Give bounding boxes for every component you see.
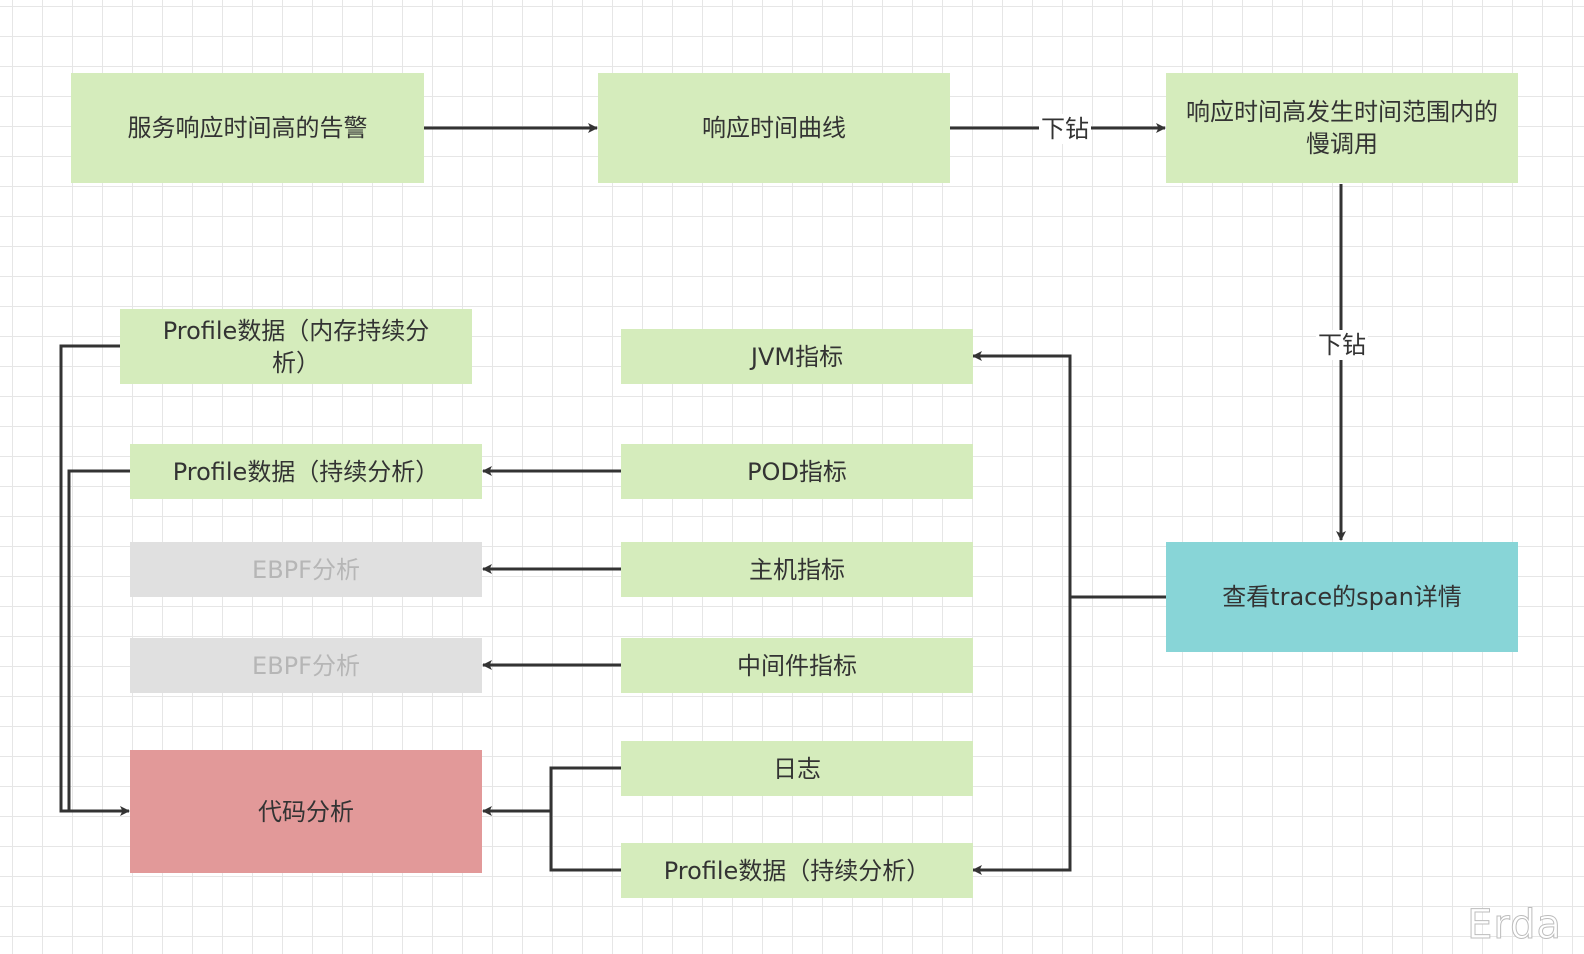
edge-label-drill-down-2: 下钻 <box>1316 330 1368 360</box>
edge-trace-span-to-jvm <box>972 351 1072 597</box>
node-profile-left-label: Profile数据（持续分析） <box>172 457 440 486</box>
node-ebpf-2-label: EBPF分析 <box>252 651 360 680</box>
node-pod[interactable]: POD指标 <box>621 444 973 499</box>
edge-profile-memory-to-code <box>59 344 130 816</box>
node-profile-memory[interactable]: Profile数据（内存持续分析） <box>120 309 472 384</box>
node-trace-span[interactable]: 查看trace的span详情 <box>1166 542 1518 652</box>
node-profile-right[interactable]: Profile数据（持续分析） <box>621 843 973 898</box>
node-slow-calls-label: 响应时间高发生时间范围内的慢调用 <box>1186 98 1498 158</box>
watermark: Erda <box>1467 902 1562 949</box>
node-slow-calls[interactable]: 响应时间高发生时间范围内的慢调用 <box>1166 73 1518 183</box>
node-code-analysis[interactable]: 代码分析 <box>130 750 482 873</box>
node-host-label: 主机指标 <box>749 555 845 584</box>
edge-label-drill-down-1: 下钻 <box>1039 114 1091 144</box>
node-log[interactable]: 日志 <box>621 741 973 796</box>
node-jvm-label: JVM指标 <box>750 342 844 371</box>
node-jvm[interactable]: JVM指标 <box>621 329 973 384</box>
node-trace-span-label: 查看trace的span详情 <box>1222 583 1462 611</box>
edge-trace-span-to-profile-right <box>972 597 1072 875</box>
node-profile-memory-label: Profile数据（内存持续分析） <box>162 316 430 377</box>
node-middleware-label: 中间件指标 <box>737 651 857 680</box>
node-profile-right-label: Profile数据（持续分析） <box>663 856 931 885</box>
node-rt-curve[interactable]: 响应时间曲线 <box>598 73 950 183</box>
edge-profile-left-to-code <box>67 469 130 811</box>
node-ebpf-1[interactable]: EBPF分析 <box>130 542 482 597</box>
edge-log-branch <box>549 766 621 872</box>
node-profile-left[interactable]: Profile数据（持续分析） <box>130 444 482 499</box>
node-code-analysis-label: 代码分析 <box>258 797 354 826</box>
node-alert-label: 服务响应时间高的告警 <box>127 114 368 142</box>
node-pod-label: POD指标 <box>747 457 847 486</box>
node-ebpf-1-label: EBPF分析 <box>252 555 360 584</box>
node-ebpf-2[interactable]: EBPF分析 <box>130 638 482 693</box>
node-middleware[interactable]: 中间件指标 <box>621 638 973 693</box>
node-host[interactable]: 主机指标 <box>621 542 973 597</box>
node-log-label: 日志 <box>773 754 821 783</box>
node-rt-curve-label: 响应时间曲线 <box>702 114 846 142</box>
node-alert[interactable]: 服务响应时间高的告警 <box>71 73 424 183</box>
